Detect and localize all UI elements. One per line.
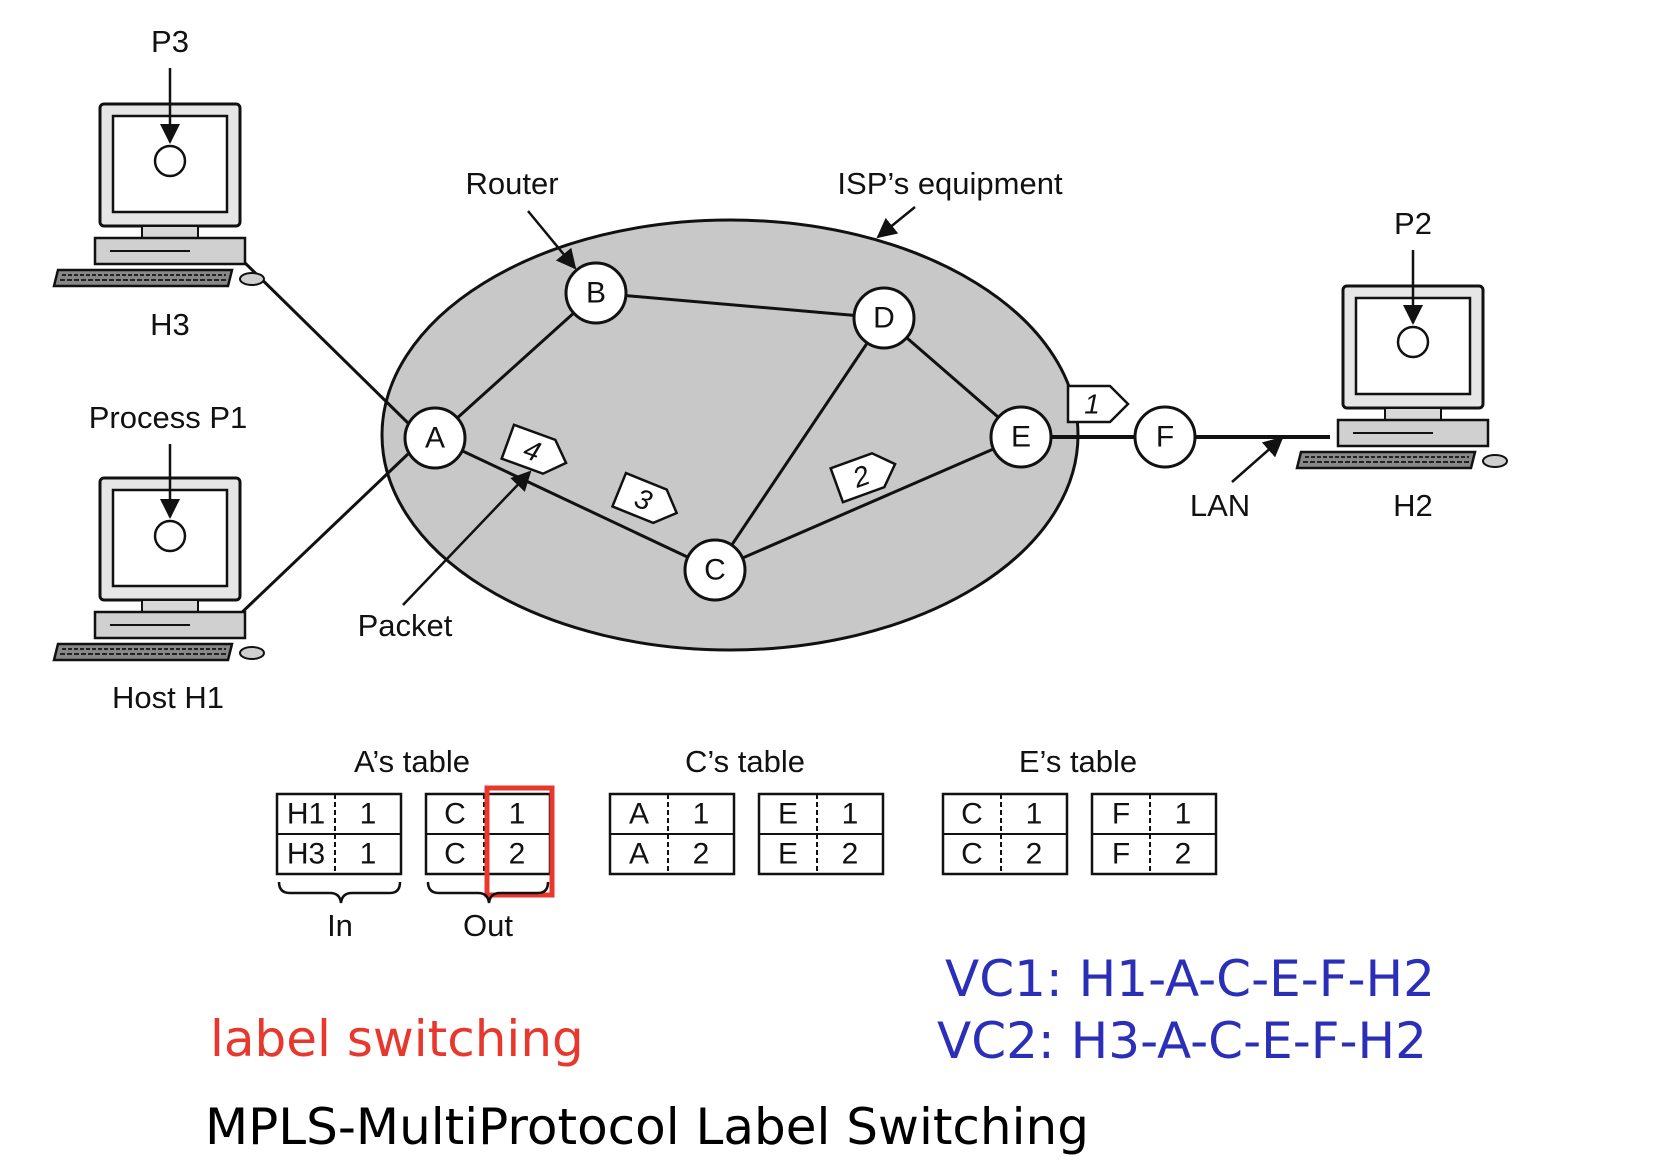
table-cell: 1	[842, 798, 859, 831]
table-cell: C	[961, 798, 983, 831]
link-c-e	[714, 435, 1022, 572]
label-switching-caption: label switching	[210, 1010, 584, 1068]
label-isp-equipment: ISP’s equipment	[837, 166, 1063, 201]
link-b-d	[595, 291, 885, 320]
label-h3: H3	[150, 307, 190, 342]
table-cell: 1	[509, 798, 526, 831]
a-table-title: A’s table	[354, 744, 470, 779]
table-cell: A	[629, 838, 649, 871]
e-table-title: E’s table	[1019, 744, 1137, 779]
link-a-b	[433, 291, 598, 440]
arrow-packet	[402, 470, 532, 606]
host-h2-computer	[1295, 284, 1509, 470]
brace-out	[426, 881, 550, 904]
table-cell: 2	[1026, 838, 1043, 871]
svg-text:B: B	[586, 277, 606, 310]
router-e: E	[989, 405, 1053, 469]
label-process-p1: Process P1	[89, 400, 248, 435]
table-cell: 2	[693, 838, 710, 871]
router-d: D	[852, 286, 916, 350]
table-cell: 1	[360, 838, 377, 871]
label-packet: Packet	[358, 608, 453, 643]
c-table-title: C’s table	[685, 744, 805, 779]
process-p2-icon	[1396, 325, 1430, 359]
svg-text:D: D	[873, 302, 895, 335]
router-c: C	[683, 538, 747, 602]
label-lan: LAN	[1190, 488, 1250, 523]
svg-text:A: A	[425, 422, 445, 455]
table-cell: C	[444, 798, 466, 831]
table-cell: F	[1112, 798, 1130, 831]
table-cell: 1	[360, 798, 377, 831]
table-cell: H3	[287, 838, 325, 871]
table-cell: 2	[842, 838, 859, 871]
process-p3-icon	[153, 144, 187, 178]
vc1-path: VC1: H1-A-C-E-F-H2	[945, 950, 1435, 1008]
label-p2: P2	[1394, 206, 1432, 241]
host-h1-computer	[52, 476, 266, 662]
link-a-c	[434, 436, 716, 572]
router-f: F	[1133, 405, 1197, 469]
svg-text:F: F	[1156, 421, 1174, 454]
table-cell: 1	[1175, 798, 1192, 831]
label-host-h1: Host H1	[112, 680, 224, 715]
packet-4: 4	[500, 423, 568, 476]
packet-2: 2	[829, 451, 897, 504]
brace-in	[277, 881, 402, 904]
out-label-highlight	[484, 785, 555, 898]
arrow-lan	[1231, 436, 1284, 483]
label-h2: H2	[1393, 488, 1433, 523]
link-d-c	[713, 317, 886, 571]
process-p1-icon	[153, 519, 187, 553]
mpls-caption: MPLS-MultiProtocol Label Switching	[205, 1098, 1089, 1156]
arrow-router	[527, 210, 577, 270]
label-out: Out	[463, 908, 513, 943]
packet-3: 3	[610, 471, 679, 525]
table-cell: 2	[1175, 838, 1192, 871]
table-cell: A	[629, 798, 649, 831]
label-in: In	[327, 908, 353, 943]
table-cell: 2	[509, 838, 526, 871]
table-cell: E	[778, 838, 798, 871]
label-p3: P3	[151, 24, 189, 59]
svg-text:C: C	[704, 554, 726, 587]
table-cell: 1	[693, 798, 710, 831]
label-router: Router	[465, 166, 558, 201]
arrow-isp	[876, 206, 916, 239]
table-cell: 1	[1026, 798, 1043, 831]
table-cell: H1	[287, 798, 325, 831]
table-cell: C	[444, 838, 466, 871]
svg-text:E: E	[1011, 421, 1031, 454]
link-h3-a	[238, 256, 410, 425]
vc2-path: VC2: H3-A-C-E-F-H2	[937, 1012, 1427, 1070]
host-h3-computer	[52, 102, 266, 288]
table-cell: F	[1112, 838, 1130, 871]
table-cell: E	[778, 798, 798, 831]
table-cell: C	[961, 838, 983, 871]
link-h1-a	[234, 452, 410, 620]
router-a: A	[403, 406, 467, 470]
packet-1: 1	[1066, 384, 1130, 424]
router-b: B	[564, 261, 628, 325]
svg-text:1: 1	[1084, 389, 1100, 420]
